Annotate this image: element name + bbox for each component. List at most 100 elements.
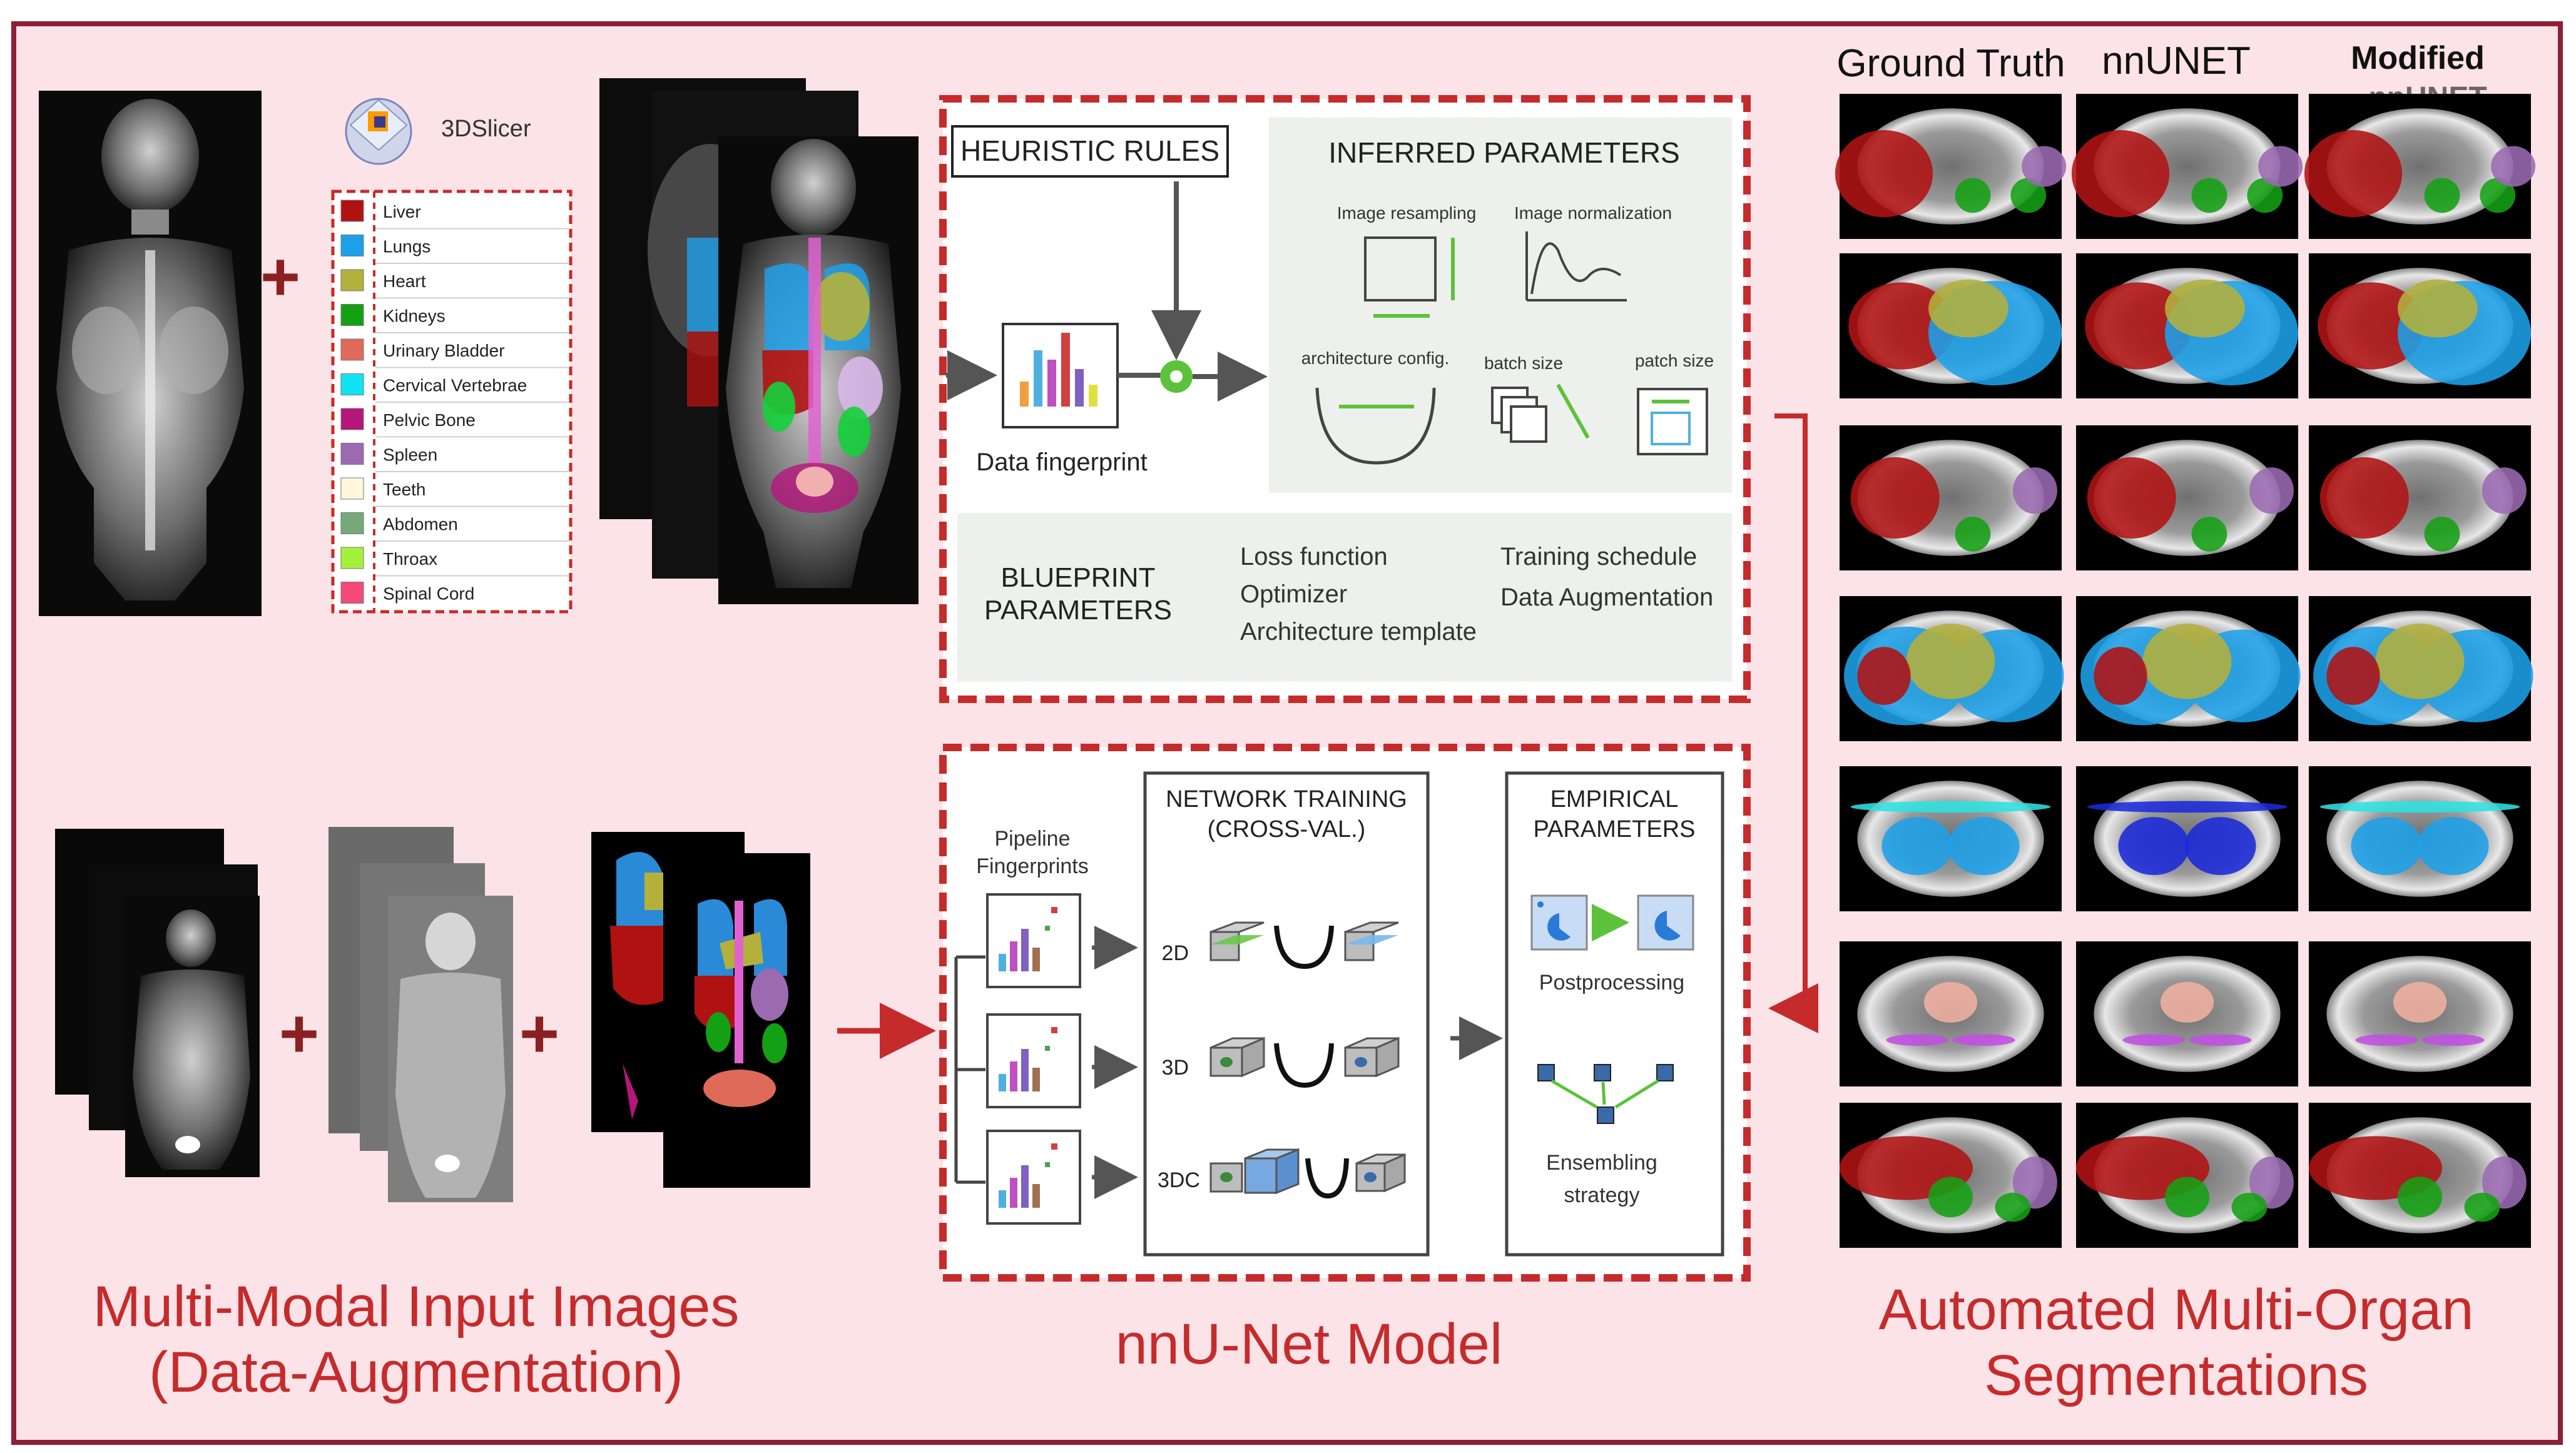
empirical-parameters-label-2: PARAMETERS [1533,816,1695,843]
slice-organ [1848,282,1955,370]
slice-organ [2319,801,2520,813]
postprocessing-label: Postprocessing [1539,971,1684,995]
batch-diag-arrow [1556,383,1590,439]
legend-swatch [340,582,364,604]
slice-organ [2165,279,2245,338]
whole-body-mri [39,91,262,616]
slice-organ [1906,624,1995,699]
legend-label: Throax [383,549,437,569]
slice-organ [1948,817,2020,875]
legend-label: Pelvic Bone [383,410,476,430]
image-normalization-label: Image normalization [1514,203,1672,223]
col-header-modified: Modified [2351,40,2485,76]
resampling-square-icon [1364,236,1437,301]
slice-organ [2318,282,2425,370]
slicer-name: 3DSlicer [441,116,531,142]
pipeline-card-1 [986,893,1081,988]
col-header-nnunet: nnUNET [2102,39,2251,83]
data-fingerprint-label: Data fingerprint [976,448,1147,476]
caption-right-1: Automated Multi-Organ [1878,1278,2473,1342]
fp-bar-4 [1061,333,1070,407]
heuristic-rules-label: HEURISTIC RULES [960,134,1219,167]
slice-organ [1857,647,1911,705]
slice-organ [1928,279,2008,338]
slice-organ [1955,517,1991,552]
slice-organ [2482,467,2527,514]
slice-organ [2094,647,2147,705]
data-fingerprint-card [1002,323,1119,428]
cube-3dc-left [1209,1148,1300,1195]
batch-size-label: batch size [1484,353,1563,373]
unet-icon-3dc [1305,1158,1349,1199]
caption-middle: nnU-Net Model [1116,1312,1503,1376]
legend-label: Kidneys [383,306,445,326]
slice-organ [2304,130,2403,218]
patch-size-label: patch size [1635,351,1714,370]
patch-size-inner [1651,412,1691,445]
slice-organ [2022,146,2067,187]
slice-organ [2249,1156,2294,1209]
slice-organ [1881,817,1953,875]
slice-organ [2087,801,2288,813]
pipeline-card-2 [986,1013,1081,1108]
ensembling-label-2: strategy [1564,1183,1640,1207]
unet-icon-3d [1274,1043,1334,1088]
slice-organ [1923,981,1978,1023]
pipeline-fingerprints-label-1: Pipeline [995,827,1071,851]
architecture-config-label: architecture config. [1301,348,1450,368]
slice-organ [2071,130,2170,218]
blueprint-label-1: BLUEPRINT [1001,562,1156,593]
legend-swatch [340,547,364,569]
col-header-ground-truth: Ground Truth [1836,42,2065,85]
slice-organ [2191,178,2227,213]
legend-label: Abdomen [383,515,458,534]
slice-organ [2231,1192,2268,1222]
legend-label: Liver [383,202,421,221]
legend-label: Heart [383,271,426,291]
slice-organ [1928,1177,1973,1218]
coronal-stack [599,78,919,604]
label-maps-stack [591,832,810,1188]
legend-swatch [340,477,364,500]
architecture-template-label: Architecture template [1240,618,1477,645]
dim-3d-label: 3D [1162,1056,1189,1080]
slice-organ [2375,624,2465,699]
slice-organ [2351,817,2423,875]
slice-organ [2398,1177,2442,1218]
postprocess-after-shape [1654,911,1681,941]
slice-organ [2012,1156,2057,1209]
caption-left-1: Multi-Modal Input Images [93,1275,740,1339]
cube-3d-left [1209,1036,1265,1078]
pipeline-fingerprints-label-2: Fingerprints [976,854,1089,878]
slice-organ [2491,146,2536,187]
slice-organ [2160,981,2214,1023]
optimizer-label: Optimizer [1240,580,1347,608]
legend-label: Spinal Cord [383,584,474,604]
blueprint-label-2: PARAMETERS [984,595,1172,625]
slice-organ [2319,457,2409,539]
slice-organ [2464,1192,2500,1222]
legend-label: Spleen [383,445,437,465]
slice-organ [2249,467,2294,514]
legend-label: Cervical Vertebrae [383,376,527,395]
slice-organ [2142,624,2232,699]
slice-organ [2118,817,2190,875]
model-to-results-connector [1768,413,1818,1033]
legend-label: Urinary Bladder [383,341,505,360]
slice-organ [2085,282,2192,370]
pipeline-card-3 [986,1130,1081,1225]
legend-swatch [340,443,364,465]
legend-swatch [340,304,364,326]
slice-organ [2012,467,2057,514]
plus-sign-3: + [519,995,559,1072]
slice-organ [2422,1034,2485,1046]
network-training-label-1: NETWORK TRAINING [1166,786,1407,813]
legend-swatch [340,512,364,534]
legend-swatch [340,373,364,395]
loss-function-label: Loss function [1240,543,1388,570]
postprocess-noise-dot [1537,901,1544,908]
slice-organ [2258,146,2303,187]
legend-swatch [340,235,364,256]
